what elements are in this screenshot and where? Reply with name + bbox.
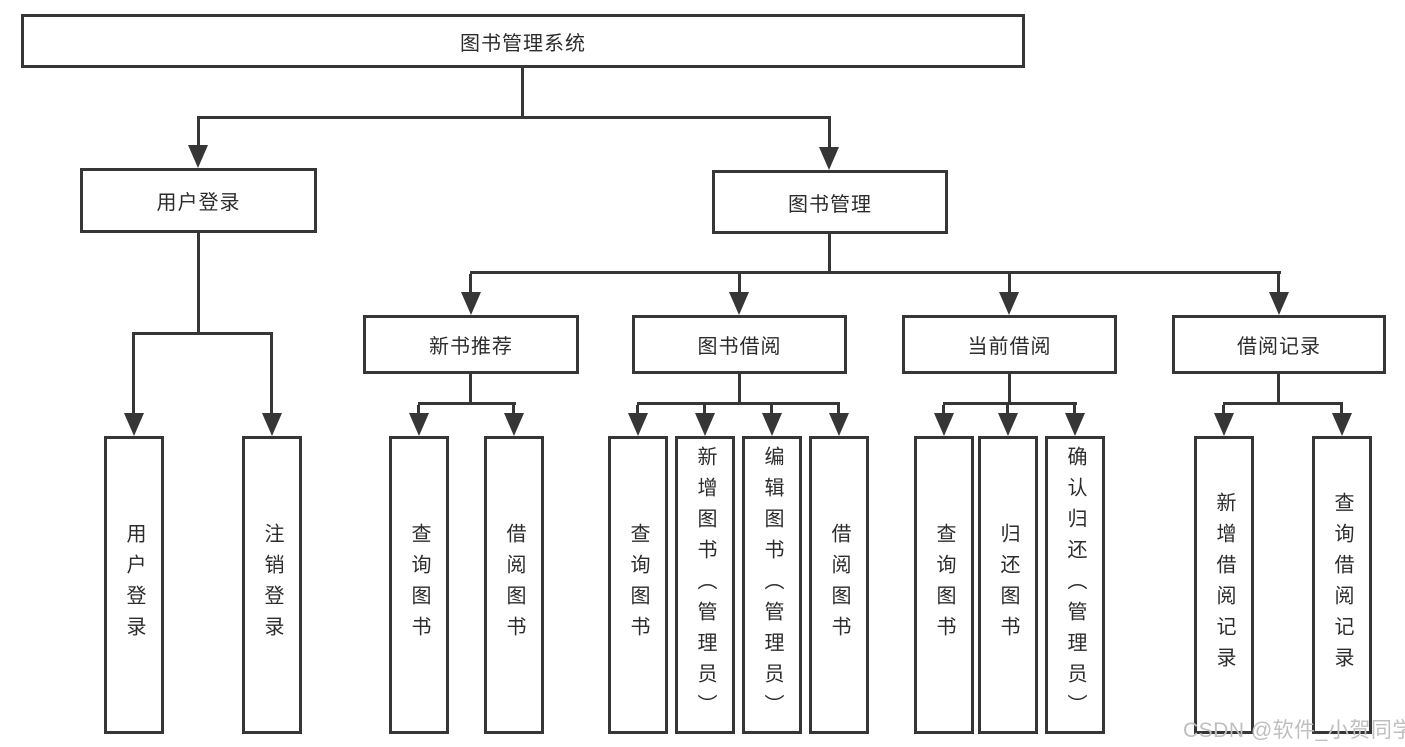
leaf-nb-borrow-books-label: 借阅图书 xyxy=(503,523,525,647)
edge-ul-drop-2 xyxy=(270,335,273,413)
arrowhead-nb-borrow-books xyxy=(504,413,524,436)
edge-cb-drop-3 xyxy=(1073,405,1076,414)
node-borrow-record-label: 借阅记录 xyxy=(1237,336,1321,358)
leaf-nb-borrow-books: 借阅图书 xyxy=(484,436,544,734)
arrowhead-user-login xyxy=(188,145,208,168)
leaf-bb-borrow-books-label: 借阅图书 xyxy=(828,523,850,647)
node-current-borrow-label: 当前借阅 xyxy=(967,336,1052,358)
leaf-bb-edit-books-admin-label: 编辑图书（管理员） xyxy=(761,445,783,725)
edge-cb-vertical xyxy=(1008,374,1011,404)
node-new-book-recommend-label: 新书推荐 xyxy=(429,336,513,358)
csdn-watermark: CSDN @软件_小贺同学 xyxy=(1183,719,1405,742)
arrowhead-current-borrow xyxy=(999,292,1019,315)
leaf-nb-query-books: 查询图书 xyxy=(389,436,449,734)
arrowhead-cb-query-books xyxy=(934,413,954,436)
arrowhead-book-borrow xyxy=(729,292,749,315)
arrowhead-leaf-logout xyxy=(262,413,282,436)
edge-br-horizontal xyxy=(1223,402,1343,405)
edge-bm-horizontal xyxy=(470,271,1281,274)
node-new-book-recommend: 新书推荐 xyxy=(363,315,579,374)
arrowhead-cb-return-books xyxy=(998,413,1018,436)
arrowhead-bb-borrow-books xyxy=(829,413,849,436)
node-user-login-label: 用户登录 xyxy=(156,192,241,214)
edge-br-vertical xyxy=(1277,374,1280,404)
arrowhead-br-query-record xyxy=(1332,413,1352,436)
leaf-cb-query-books-label: 查询图书 xyxy=(933,523,955,647)
leaf-cb-return-books: 归还图书 xyxy=(978,436,1038,734)
edge-root-left-stub xyxy=(197,119,200,146)
leaf-bb-query-books: 查询图书 xyxy=(608,436,668,734)
node-root: 图书管理系统 xyxy=(21,14,1025,68)
node-user-login: 用户登录 xyxy=(80,168,317,233)
edge-root-right-stub xyxy=(828,119,831,148)
edge-bm-stub-2 xyxy=(738,274,741,293)
edge-bm-stub-3 xyxy=(1008,274,1011,293)
edge-bb-drop-3 xyxy=(770,405,773,414)
arrowhead-bb-edit-books xyxy=(762,413,782,436)
edge-bb-drop-4 xyxy=(837,405,840,414)
leaf-cb-confirm-return-admin-label: 确认归还（管理员） xyxy=(1064,445,1086,725)
edge-cb-horizontal xyxy=(943,402,1077,405)
edge-bb-drop-1 xyxy=(636,405,639,414)
leaf-nb-query-books-label: 查询图书 xyxy=(408,523,430,647)
leaf-bb-edit-books-admin: 编辑图书（管理员） xyxy=(742,436,802,734)
node-borrow-record: 借阅记录 xyxy=(1172,315,1386,374)
arrowhead-br-add-record xyxy=(1214,413,1234,436)
edge-ul-drop-1 xyxy=(132,335,135,413)
leaf-bb-add-books-admin: 新增图书（管理员） xyxy=(675,436,735,734)
node-current-borrow: 当前借阅 xyxy=(902,315,1117,374)
leaf-br-query-record: 查询借阅记录 xyxy=(1312,436,1372,734)
leaf-user-login-label: 用户登录 xyxy=(123,523,145,647)
arrowhead-new-book-recommend xyxy=(461,292,481,315)
edge-bm-vertical xyxy=(828,234,831,274)
edge-bb-vertical xyxy=(738,374,741,404)
arrowhead-borrow-record xyxy=(1269,292,1289,315)
leaf-cb-query-books: 查询图书 xyxy=(914,436,974,734)
node-book-borrow: 图书借阅 xyxy=(632,315,847,374)
leaf-br-query-record-label: 查询借阅记录 xyxy=(1331,492,1353,678)
edge-nb-horizontal xyxy=(418,402,516,405)
arrowhead-bb-query-books xyxy=(628,413,648,436)
edge-root-horizontal xyxy=(197,116,831,119)
edge-cb-drop-1 xyxy=(942,405,945,414)
edge-nb-vertical xyxy=(469,374,472,404)
edge-bb-drop-2 xyxy=(703,405,706,414)
edge-nb-drop-1 xyxy=(417,405,420,414)
leaf-cb-return-books-label: 归还图书 xyxy=(997,523,1019,647)
edge-ul-vertical xyxy=(197,233,200,334)
edge-br-drop-2 xyxy=(1340,405,1343,414)
edge-bm-stub-4 xyxy=(1277,274,1280,293)
edge-bm-stub-1 xyxy=(469,274,472,293)
leaf-logout-label: 注销登录 xyxy=(261,523,283,647)
edge-br-drop-1 xyxy=(1222,405,1225,414)
leaf-user-login: 用户登录 xyxy=(104,436,164,734)
leaf-bb-query-books-label: 查询图书 xyxy=(627,523,649,647)
leaf-logout: 注销登录 xyxy=(242,436,302,734)
leaf-bb-borrow-books: 借阅图书 xyxy=(809,436,869,734)
edge-cb-drop-2 xyxy=(1006,405,1009,414)
node-book-management: 图书管理 xyxy=(712,170,948,234)
node-book-management-label: 图书管理 xyxy=(788,193,872,216)
arrowhead-book-management xyxy=(819,147,839,170)
leaf-cb-confirm-return-admin: 确认归还（管理员） xyxy=(1045,436,1105,734)
leaf-br-add-record-label: 新增借阅记录 xyxy=(1213,492,1235,678)
arrowhead-leaf-user-login xyxy=(124,413,144,436)
edge-ul-horizontal xyxy=(132,332,273,335)
node-book-borrow-label: 图书借阅 xyxy=(697,336,782,358)
arrowhead-bb-add-books xyxy=(695,413,715,436)
edge-bb-horizontal xyxy=(637,402,840,405)
arrowhead-nb-query-books xyxy=(409,413,429,436)
leaf-bb-add-books-admin-label: 新增图书（管理员） xyxy=(694,445,716,725)
arrowhead-cb-confirm-return xyxy=(1065,413,1085,436)
node-root-label: 图书管理系统 xyxy=(460,32,586,55)
edge-root-vertical xyxy=(521,68,524,118)
edge-nb-drop-2 xyxy=(512,405,515,414)
leaf-br-add-record: 新增借阅记录 xyxy=(1194,436,1254,734)
